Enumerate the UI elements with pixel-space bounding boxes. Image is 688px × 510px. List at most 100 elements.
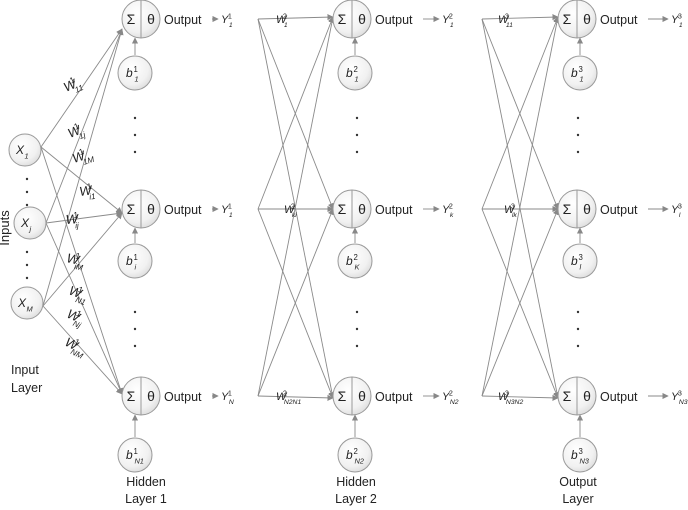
bias-circle bbox=[337, 437, 373, 473]
layer-caption-2-1: Output bbox=[559, 475, 597, 489]
hidden23-link-2-0 bbox=[481, 16, 560, 397]
input-link-2-2 bbox=[42, 305, 123, 395]
labels: OutputOutputOutputOutputOutputOutputOutp… bbox=[0, 12, 688, 506]
hidden12-link-2-1 bbox=[257, 208, 334, 397]
y-label-0-2-base: Y bbox=[221, 391, 229, 403]
y-label-2-0-sup: 3 bbox=[678, 12, 682, 20]
w3-label-0-sup: 3 bbox=[505, 12, 509, 20]
hidden12-link-2-0 bbox=[257, 16, 335, 397]
bias-circle bbox=[117, 437, 153, 473]
bias-label-base: b bbox=[346, 66, 353, 80]
input-circle bbox=[13, 206, 47, 240]
dot bbox=[133, 150, 137, 154]
w1-label-0-sub: 11 bbox=[73, 83, 84, 95]
theta-symbol: θ bbox=[583, 11, 591, 27]
dot bbox=[355, 150, 359, 154]
output-label-1-2: Output bbox=[375, 390, 413, 404]
bias-label-sub: l bbox=[579, 263, 581, 272]
dot bbox=[355, 327, 359, 331]
inputs-caption: Inputs bbox=[0, 210, 12, 246]
sum-symbol: Σ bbox=[338, 388, 347, 404]
y-label-2-0-sub: 1 bbox=[679, 22, 683, 29]
input-link-0-1 bbox=[40, 146, 123, 214]
theta-symbol: θ bbox=[358, 388, 366, 404]
dot bbox=[25, 177, 29, 181]
bias-circle bbox=[337, 243, 373, 279]
output-label-1-0: Output bbox=[375, 13, 413, 27]
bias-label-sup: 3 bbox=[578, 447, 582, 456]
w2-label-0-sub: 1 bbox=[284, 22, 288, 29]
layer-caption-2-2: Layer bbox=[562, 492, 593, 506]
w2-label-2-base: W bbox=[276, 391, 288, 403]
theta-symbol: θ bbox=[583, 388, 591, 404]
layer-caption-1-2: Layer 2 bbox=[335, 492, 377, 506]
w1-label-3-base: W bbox=[78, 182, 94, 199]
w1-label-3-sub: i1 bbox=[89, 192, 96, 202]
hidden12-link-2-2 bbox=[257, 394, 334, 401]
input-label-base: X bbox=[15, 143, 25, 157]
y-label-0-1-base: Y bbox=[221, 204, 229, 216]
input-label-base: X bbox=[20, 216, 30, 230]
sum-symbol: Σ bbox=[338, 201, 347, 217]
bias-label-sub: 1 bbox=[579, 75, 583, 84]
w2-label-0: W21 bbox=[276, 12, 288, 29]
bias-label-sup: 1 bbox=[133, 65, 137, 74]
bias-label-sub: 1 bbox=[354, 75, 358, 84]
hidden23-link-2-2 bbox=[481, 394, 559, 401]
y-label-1-2-sup: 2 bbox=[449, 389, 453, 397]
bias-circle bbox=[117, 243, 153, 279]
w2-label-2-sup: 2 bbox=[283, 389, 287, 397]
input-layer-caption-1: Input bbox=[11, 363, 39, 377]
y-label-2-1-sup: 3 bbox=[678, 202, 682, 210]
bias-circle bbox=[562, 243, 598, 279]
y-label-1-1-base: Y bbox=[442, 204, 450, 216]
bias-label-base: b bbox=[571, 254, 578, 268]
w1-label-7-sup: 1 bbox=[75, 308, 84, 319]
y-label-2-1-base: Y bbox=[671, 204, 679, 216]
dots-h2-upper bbox=[355, 116, 359, 154]
dot bbox=[355, 133, 359, 137]
theta-symbol: θ bbox=[147, 11, 155, 27]
w3-label-2-sup: 3 bbox=[505, 389, 509, 397]
w1-label-3-sup: 1 bbox=[86, 181, 92, 192]
input-link-1-0 bbox=[45, 28, 123, 224]
input-circle bbox=[10, 286, 44, 320]
dot bbox=[133, 344, 137, 348]
y-label-0-0-sub: 1 bbox=[229, 22, 233, 29]
y-label-0-0-base: Y bbox=[221, 14, 229, 26]
w1-label-1-sup: 1 bbox=[72, 121, 80, 132]
bias-label-sup: 2 bbox=[353, 447, 357, 456]
bias-circle bbox=[562, 55, 598, 91]
bias-label-sub: i bbox=[134, 263, 136, 272]
dot bbox=[25, 276, 29, 280]
w1-label-7-sub: Nj bbox=[71, 319, 82, 330]
y-label-0-2-sup: 1 bbox=[228, 389, 232, 397]
sum-symbol: Σ bbox=[563, 201, 572, 217]
bias-label-sup: 2 bbox=[353, 65, 357, 74]
dot bbox=[576, 310, 580, 314]
input-label-sub: 1 bbox=[24, 152, 28, 161]
